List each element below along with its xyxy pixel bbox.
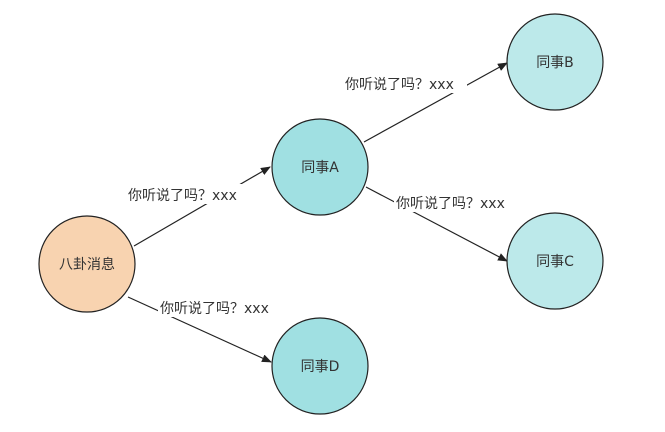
node-gossip[interactable]: 八卦消息 <box>38 215 136 313</box>
edge-a-to-b <box>363 62 508 143</box>
node-colleague-d-shape <box>271 317 369 415</box>
node-gossip-label: 八卦消息 <box>59 256 115 273</box>
node-colleague-b-label: 同事B <box>536 55 574 71</box>
node-colleague-b-shape <box>506 13 604 111</box>
edge-label-gossip-to-a: 你听说了吗？xxx <box>128 188 237 204</box>
node-gossip-shape <box>38 215 136 313</box>
edge-a-to-c <box>365 186 508 262</box>
node-colleague-d[interactable]: 同事D <box>271 317 369 415</box>
node-colleague-c[interactable]: 同事C <box>506 212 604 310</box>
node-colleague-b[interactable]: 同事B <box>506 13 604 111</box>
edge-gossip-to-a <box>133 166 271 247</box>
edge-label-a-to-b: 你听说了吗？xxx <box>345 77 454 93</box>
node-colleague-c-label: 同事C <box>536 254 574 270</box>
edge-label-gossip-to-d: 你听说了吗？xxx <box>160 301 269 317</box>
node-colleague-a-shape <box>271 118 369 216</box>
edge-labels: 你听说了吗？xxx 你听说了吗？xxx 你听说了吗？xxx 你听说了吗？xxx <box>126 73 518 317</box>
node-colleague-d-label: 同事D <box>301 359 340 375</box>
edge-label-a-to-c: 你听说了吗？xxx <box>396 196 505 212</box>
edge-gossip-to-d <box>127 296 272 363</box>
node-colleague-c-shape <box>506 212 604 310</box>
node-colleague-a[interactable]: 同事A <box>271 118 369 216</box>
edges <box>127 62 508 363</box>
node-colleague-a-label: 同事A <box>301 160 339 176</box>
